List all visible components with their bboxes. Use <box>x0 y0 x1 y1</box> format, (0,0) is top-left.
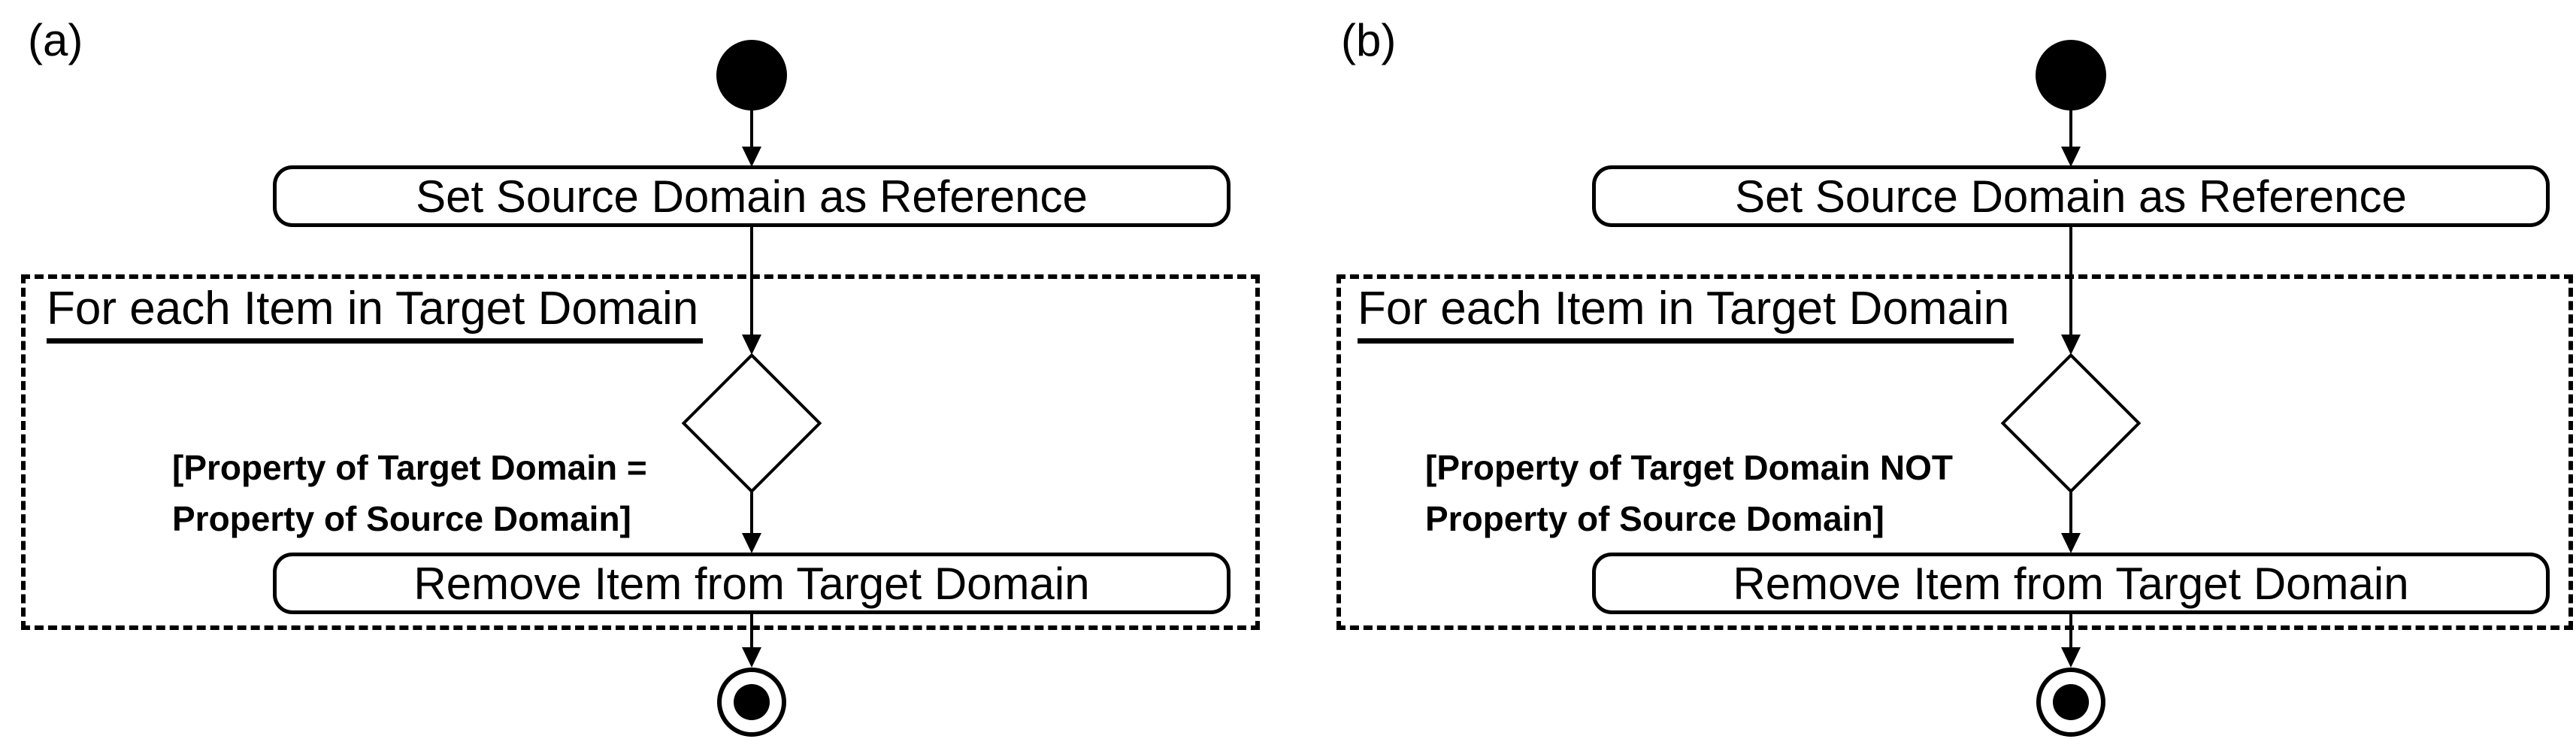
control-flow-line <box>2069 492 2072 535</box>
final-node-inner-dot <box>734 684 770 720</box>
final-node-icon <box>2036 668 2105 737</box>
arrowhead-icon <box>2061 335 2081 355</box>
control-flow-line <box>750 613 753 650</box>
panel-label-a: (a) <box>28 15 83 65</box>
arrowhead-icon <box>742 147 761 167</box>
action-node-label: Set Source Domain as Reference <box>1735 171 2407 222</box>
final-node-icon <box>717 668 786 737</box>
expansion-region-box <box>1336 274 2573 630</box>
control-flow-line <box>750 226 753 337</box>
control-flow-line <box>750 492 753 535</box>
arrowhead-icon <box>742 533 761 553</box>
action-node-remove-item: Remove Item from Target Domain <box>273 553 1230 614</box>
arrowhead-icon <box>742 335 761 355</box>
expansion-region-title: For each Item in Target Domain <box>1358 284 2014 344</box>
activity-diagram-panel-b: (b) For each Item in Target Domain Set S… <box>1288 0 2576 751</box>
guard-condition-line2: Property of Source Domain] <box>1425 499 1884 538</box>
control-flow-line <box>750 109 753 150</box>
arrowhead-icon <box>2061 533 2081 553</box>
control-flow-line <box>2069 613 2072 650</box>
guard-condition-line2: Property of Source Domain] <box>172 499 631 538</box>
activity-diagram-panel-a: (a) For each Item in Target Domain Set S… <box>21 15 1260 737</box>
final-node-inner-dot <box>2053 684 2089 720</box>
control-flow-line <box>2069 109 2072 150</box>
expansion-region-title: For each Item in Target Domain <box>47 284 704 344</box>
guard-condition-label: [Property of Target Domain NOT Property … <box>1425 442 1953 544</box>
action-node-set-reference: Set Source Domain as Reference <box>273 165 1230 227</box>
guard-condition-line1: [Property of Target Domain = <box>172 448 647 487</box>
panel-label-b: (b) <box>1341 15 1397 65</box>
arrowhead-icon <box>2061 647 2081 668</box>
control-flow-line <box>2069 226 2072 337</box>
expansion-region-box <box>21 274 1260 630</box>
arrowhead-icon <box>742 647 761 668</box>
action-node-label: Set Source Domain as Reference <box>416 171 1088 222</box>
guard-condition-line1: [Property of Target Domain NOT <box>1425 448 1953 487</box>
guard-condition-label: [Property of Target Domain = Property of… <box>172 442 647 544</box>
action-node-label: Remove Item from Target Domain <box>1733 558 2409 609</box>
initial-node-icon <box>716 40 787 111</box>
arrowhead-icon <box>2061 147 2081 167</box>
action-node-remove-item: Remove Item from Target Domain <box>1592 553 2550 614</box>
action-node-set-reference: Set Source Domain as Reference <box>1592 165 2550 227</box>
initial-node-icon <box>2036 40 2106 111</box>
action-node-label: Remove Item from Target Domain <box>413 558 1090 609</box>
